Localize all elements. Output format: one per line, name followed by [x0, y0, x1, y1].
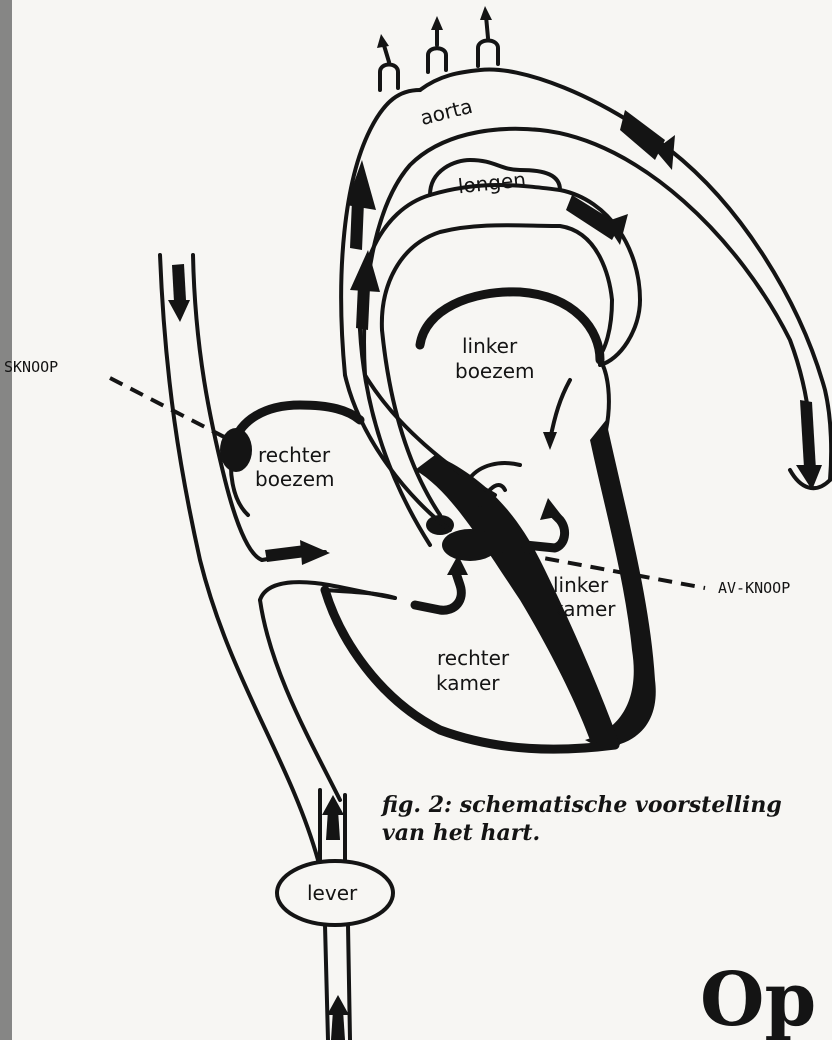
label-rechter-boezem-1: rechter — [258, 443, 331, 467]
label-linker-kamer-1: linker — [553, 573, 609, 597]
label-lever: lever — [307, 881, 358, 905]
label-rechter-kamer-2: kamer — [436, 671, 500, 695]
label-aorta: aorta — [418, 94, 475, 130]
label-sinusknoop: SKNOOP — [4, 358, 58, 376]
caption-line-1: fig. 2: schematische voorstelling — [380, 792, 782, 818]
label-rechter-kamer-1: rechter — [437, 646, 510, 670]
label-longen: longen — [457, 167, 527, 198]
label-linker-boezem-2: boezem — [455, 359, 535, 383]
lever-liver — [277, 790, 393, 1040]
caption-line-2: van het hart. — [382, 820, 540, 846]
corner-heading-fragment: Op — [700, 957, 816, 1040]
label-linker-boezem-1: linker — [462, 334, 518, 358]
scan-edge-shadow — [0, 0, 12, 1040]
label-rechter-boezem-2: boezem — [255, 467, 335, 491]
label-av-knoop: AV-KNOOP — [718, 579, 790, 597]
label-linker-kamer-2: kamer — [552, 597, 616, 621]
